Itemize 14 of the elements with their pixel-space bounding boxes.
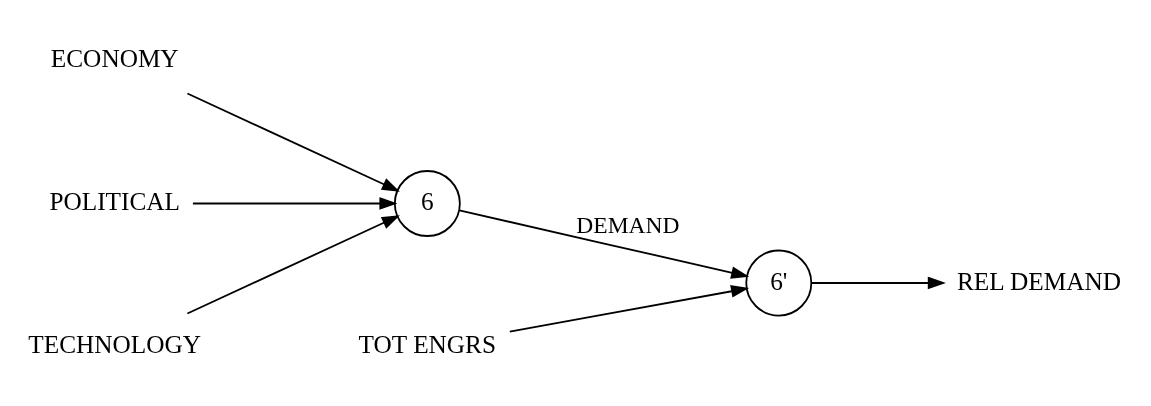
- arrow: [186, 214, 400, 314]
- node-text: TECHNOLOGY: [28, 329, 202, 358]
- arrow: [810, 276, 946, 289]
- node-circle: 6: [393, 169, 461, 237]
- arrow: [458, 209, 750, 279]
- edge-label: DEMAND: [576, 211, 680, 238]
- arrow: [192, 196, 398, 210]
- node-text: POLITICAL: [49, 186, 181, 215]
- node-text: REL DEMAND: [956, 266, 1122, 295]
- node-text: TOT ENGRS: [358, 329, 497, 358]
- node-circle: 6': [745, 249, 813, 316]
- node-text: ECONOMY: [50, 43, 179, 72]
- arrow: [508, 284, 750, 332]
- arrow: [186, 92, 400, 192]
